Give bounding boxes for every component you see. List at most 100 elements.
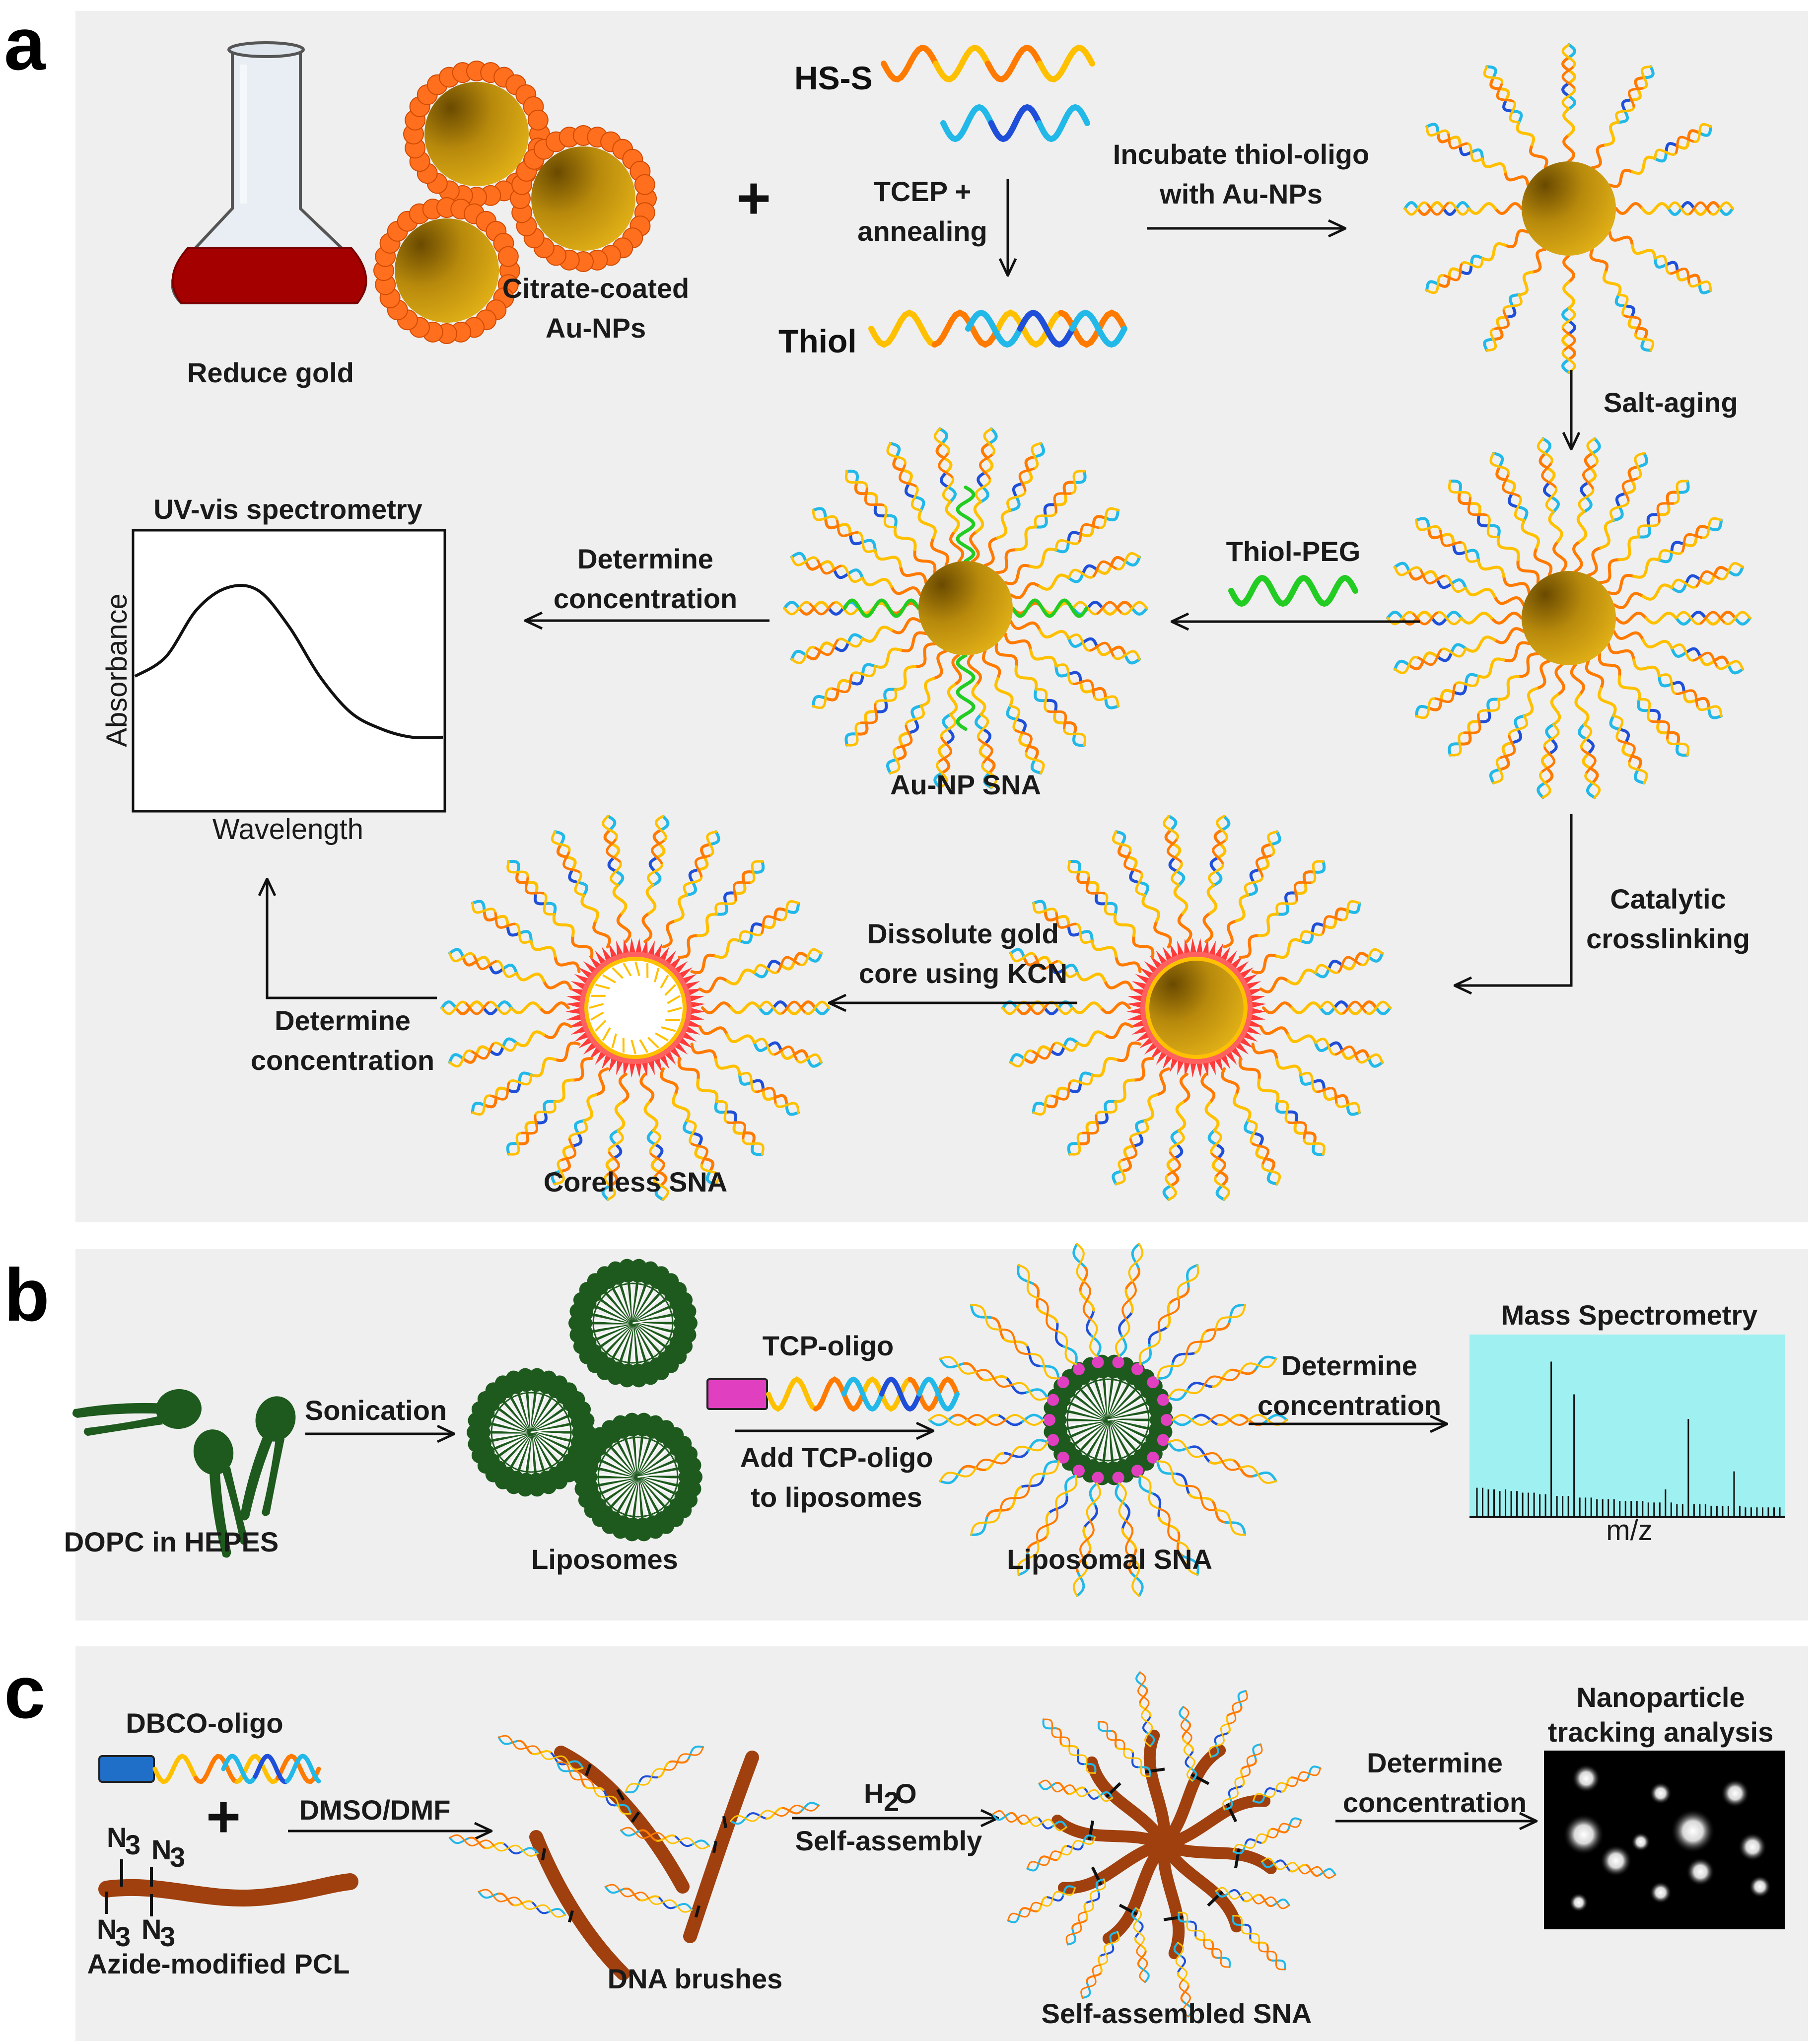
strand-segment [1284, 891, 1298, 906]
pcl-arm [1158, 1743, 1322, 1850]
strand-segment [1228, 1784, 1244, 1796]
strand-segment [1342, 1000, 1368, 1014]
lipid-head [672, 1302, 697, 1322]
strand-segment [488, 1082, 510, 1101]
strand-segment [1504, 479, 1516, 495]
strand-segment [1502, 293, 1523, 312]
strand-segment [554, 1041, 581, 1062]
tcp-anchor-icon [706, 1378, 768, 1410]
nta-particle [1600, 1845, 1632, 1877]
strand-segment [1567, 345, 1577, 361]
strand-segment [448, 1049, 472, 1068]
strand-segment [985, 757, 996, 775]
strand-segment [846, 568, 864, 580]
strand-segment [614, 870, 625, 887]
strand-segment [1032, 902, 1057, 914]
strand-segment [1496, 81, 1514, 103]
mass-spec-peaks [1476, 1361, 1781, 1517]
oligo-strand [1561, 43, 1577, 163]
strand-segment [1311, 1079, 1326, 1092]
strand-segment [1312, 1142, 1325, 1156]
pcl-arm [1007, 1838, 1170, 1946]
strand-segment [873, 548, 902, 568]
strand-segment [1493, 627, 1525, 644]
thiol-oligo-strand [881, 44, 1095, 83]
strand-segment [1072, 679, 1096, 699]
oligo-strand [478, 1889, 566, 1918]
tcp-anchor [1147, 1451, 1159, 1464]
strand-segment [994, 677, 1014, 707]
strand-segment [1562, 328, 1576, 352]
oligo-strand [604, 1884, 693, 1913]
strand-segment [698, 1025, 729, 1037]
strand-segment [529, 939, 557, 958]
strand-segment [1293, 1121, 1307, 1135]
strand-segment [1550, 693, 1561, 726]
strand-segment [1653, 150, 1668, 163]
strand-segment [981, 727, 992, 746]
strand-segment [1504, 304, 1517, 319]
strand-segment [1425, 125, 1450, 137]
strand-segment [729, 1001, 761, 1014]
strand-segment [510, 1001, 542, 1014]
oligo-strand [1167, 1439, 1277, 1484]
strand-segment [1561, 306, 1570, 323]
pcl-arm [1158, 1817, 1336, 1879]
strand-segment [543, 1100, 556, 1114]
strand-segment [1608, 168, 1634, 188]
strand-segment [1169, 1170, 1180, 1188]
strand-segment [1666, 738, 1690, 757]
strand-segment [1609, 714, 1621, 731]
oligo-strand [1572, 437, 1601, 573]
strand-segment [1110, 1730, 1117, 1748]
pcl-backbone [1158, 1795, 1271, 1850]
strand-segment [1643, 65, 1655, 79]
strand-segment [1067, 633, 1092, 652]
pcl-backbone [1086, 1756, 1170, 1850]
strand-segment [475, 1045, 491, 1057]
strand-segment [1521, 519, 1540, 550]
nta-particle [1563, 1814, 1605, 1855]
strand-segment [659, 814, 670, 832]
oligo-strand [1009, 620, 1141, 665]
peg-strand [956, 653, 976, 731]
strand-segment [469, 1043, 494, 1060]
strand-segment [956, 653, 976, 731]
strand-segment [1132, 1057, 1154, 1082]
strand-segment [1457, 491, 1471, 505]
oligo-strand [1483, 248, 1547, 352]
strand-segment [515, 971, 546, 983]
strand-segment [1545, 485, 1558, 513]
strand-segment [1156, 1353, 1188, 1380]
strand-segment [1570, 663, 1585, 697]
oligo-strand [1489, 451, 1553, 577]
strand-segment [1089, 641, 1116, 659]
strand-segment [899, 462, 917, 488]
strand-segment [1319, 1006, 1336, 1016]
strand-segment [835, 518, 859, 537]
strand-segment [1234, 893, 1250, 922]
strand-segment [1137, 881, 1149, 897]
inner-leaflet [592, 1282, 674, 1364]
oligo-strand [1222, 1743, 1263, 1811]
strand-segment [1439, 533, 1455, 546]
oligo-strand [1131, 1907, 1150, 1983]
strand-segment [939, 471, 950, 489]
strand-segment [1632, 658, 1661, 678]
strand-segment [942, 713, 952, 731]
strand-segment [1114, 1078, 1136, 1103]
strand-segment [506, 924, 521, 937]
strand-segment [1076, 870, 1090, 885]
lipid-tail [209, 1468, 231, 1558]
strand-segment [1012, 482, 1024, 499]
strand-segment [706, 830, 717, 856]
strand-segment [892, 455, 905, 472]
strand-segment [1206, 883, 1218, 915]
strand-segment [533, 891, 547, 906]
strand-segment [1043, 1006, 1060, 1016]
strand-segment [1447, 132, 1468, 149]
strand-segment [1306, 1864, 1322, 1877]
gold-core [1522, 571, 1616, 665]
strand-segment [836, 679, 852, 692]
strand-segment [944, 727, 955, 746]
